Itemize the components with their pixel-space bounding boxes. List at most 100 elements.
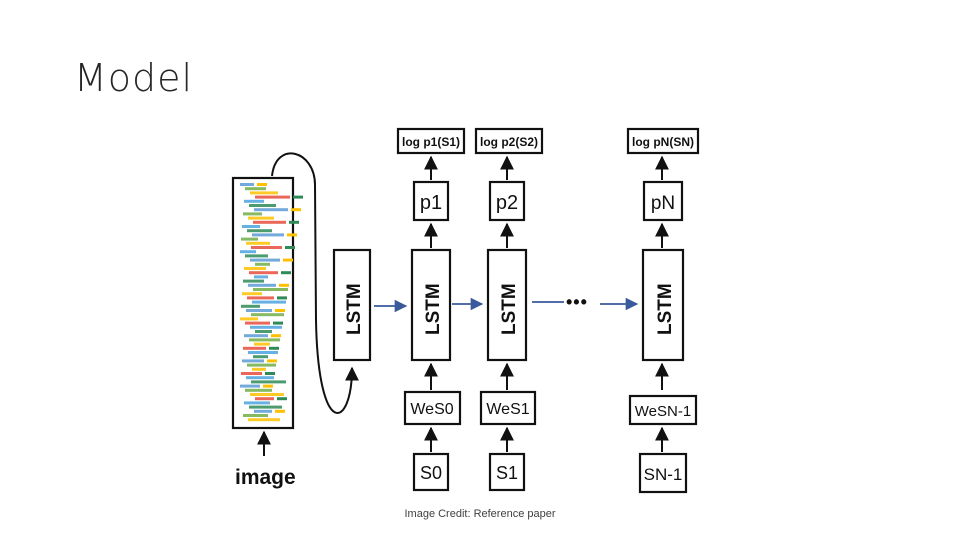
log-prob-label-2: log p2(S2) [480, 135, 538, 149]
cnn-layer-mark [242, 292, 262, 296]
image-credit-caption: Image Credit: Reference paper [0, 508, 960, 520]
lstm-cell-1 [410, 248, 452, 362]
cnn-layer-mark [293, 195, 303, 199]
cnn-layer-mark [243, 414, 268, 417]
log-prob-label-n: log pN(SN) [632, 135, 694, 149]
cnn-layer-mark [240, 384, 260, 388]
cnn-layer-mark [254, 342, 270, 346]
cnn-layer-mark [245, 388, 272, 392]
cnn-layer-mark [250, 258, 280, 262]
cnn-layer-mark [279, 283, 289, 287]
ellipsis: ••• [566, 292, 588, 312]
cnn-layer-mark [251, 246, 282, 249]
cnn-layer-mark [263, 384, 273, 388]
cnn-layer-mark [248, 283, 276, 287]
cnn-layer-mark [255, 397, 274, 401]
cnn-layer-mark [287, 233, 297, 237]
cnn-layer-mark [289, 220, 299, 224]
cnn-layer-mark [247, 296, 274, 300]
cnn-layer-mark [241, 237, 258, 241]
cnn-layer-mark [251, 313, 284, 317]
lstm-cell-2 [486, 248, 528, 362]
word-label-n: SN-1 [644, 465, 683, 484]
cnn-layer-mark [244, 401, 270, 405]
prob-box-2 [488, 180, 526, 222]
cnn-layer-mark [271, 334, 281, 338]
cnn-layer-mark [283, 258, 293, 262]
cnn-layer-mark [275, 409, 285, 413]
cnn-layer-mark [241, 304, 260, 308]
cnn-layer-mark [257, 183, 267, 186]
cnn-layer-mark [249, 405, 282, 409]
cnn-layer-mark [255, 262, 270, 266]
cnn-layer-mark [244, 334, 268, 338]
lstm-cell-image [332, 248, 372, 362]
log-prob-box-2 [474, 127, 544, 155]
embed-box-1 [403, 390, 462, 426]
cnn-network-icon [240, 183, 303, 422]
cnn-layer-mark [255, 330, 272, 333]
cnn-layer-mark [255, 195, 290, 199]
cnn-layer-mark [248, 418, 280, 422]
cnn-layer-mark [277, 296, 287, 300]
embed-label-2: WeS1 [486, 401, 529, 418]
cnn-layer-mark [245, 321, 270, 325]
cnn-layer-mark [243, 346, 266, 350]
word-box-2 [488, 452, 526, 492]
cnn-layer-mark [249, 204, 276, 207]
cnn-layer-mark [267, 359, 277, 363]
cnn-layer-mark [251, 380, 286, 384]
embed-box-n [628, 394, 698, 426]
cnn-layer-mark [254, 275, 268, 279]
cnn-layer-mark [244, 267, 266, 270]
lstm-label-2: LSTM [499, 283, 520, 335]
cnn-layer-mark [240, 183, 254, 186]
lstm-label-1: LSTM [423, 283, 444, 335]
cnn-layer-mark [281, 271, 291, 275]
cnn-layer-mark [250, 191, 278, 195]
log-prob-box-1 [396, 127, 466, 155]
cnn-layer-mark [265, 372, 275, 375]
image-label: image [235, 466, 296, 489]
cnn-layer-mark [248, 216, 274, 220]
cnn-layer-mark [253, 288, 288, 291]
cnn-layer-mark [240, 317, 258, 321]
lstm-label-0: LSTM [344, 283, 365, 335]
cnn-layer-mark [243, 279, 264, 283]
log-prob-box-n [626, 127, 700, 155]
cnn-layer-mark [245, 254, 268, 258]
cnn-layer-mark [246, 309, 272, 312]
cnn-layer-mark [241, 372, 262, 375]
cnn-layer-mark [246, 241, 270, 245]
word-label-2: S1 [496, 463, 518, 483]
slide-title: Model [74, 56, 194, 100]
cnn-layer-mark [250, 325, 282, 329]
cnn-to-lstm-connector [271, 152, 359, 414]
cnn-layer-mark [249, 271, 278, 275]
cnn-layer-mark [242, 225, 260, 228]
cnn-layer-mark [248, 351, 278, 354]
word-box-n [638, 452, 688, 494]
cnn-layer-mark [240, 250, 256, 254]
cnn-layer-mark [269, 346, 279, 350]
cnn-layer-mark [285, 246, 295, 249]
cnn-layer-mark [275, 309, 285, 312]
cnn-layer-mark [277, 397, 287, 401]
cnn-layer-mark [250, 393, 284, 396]
cnn-layer-mark [253, 220, 286, 224]
cnn-layer-mark [273, 321, 283, 325]
cnn-layer-mark [252, 233, 284, 237]
cnn-layer-mark [245, 187, 266, 191]
word-label-1: S0 [420, 463, 442, 483]
cnn-layer-mark [252, 367, 266, 371]
cnn-layer-mark [244, 199, 264, 203]
cnn-layer-mark [253, 355, 268, 359]
cnn-layer-mark [247, 229, 272, 233]
embed-label-1: WeS0 [410, 401, 453, 418]
lstm-label-n: LSTM [655, 283, 676, 335]
prob-box-n [642, 180, 684, 222]
caption-text: Image Credit: Reference paper [404, 508, 556, 520]
prob-box-1 [412, 180, 450, 222]
prob-label-1: p1 [420, 192, 442, 214]
